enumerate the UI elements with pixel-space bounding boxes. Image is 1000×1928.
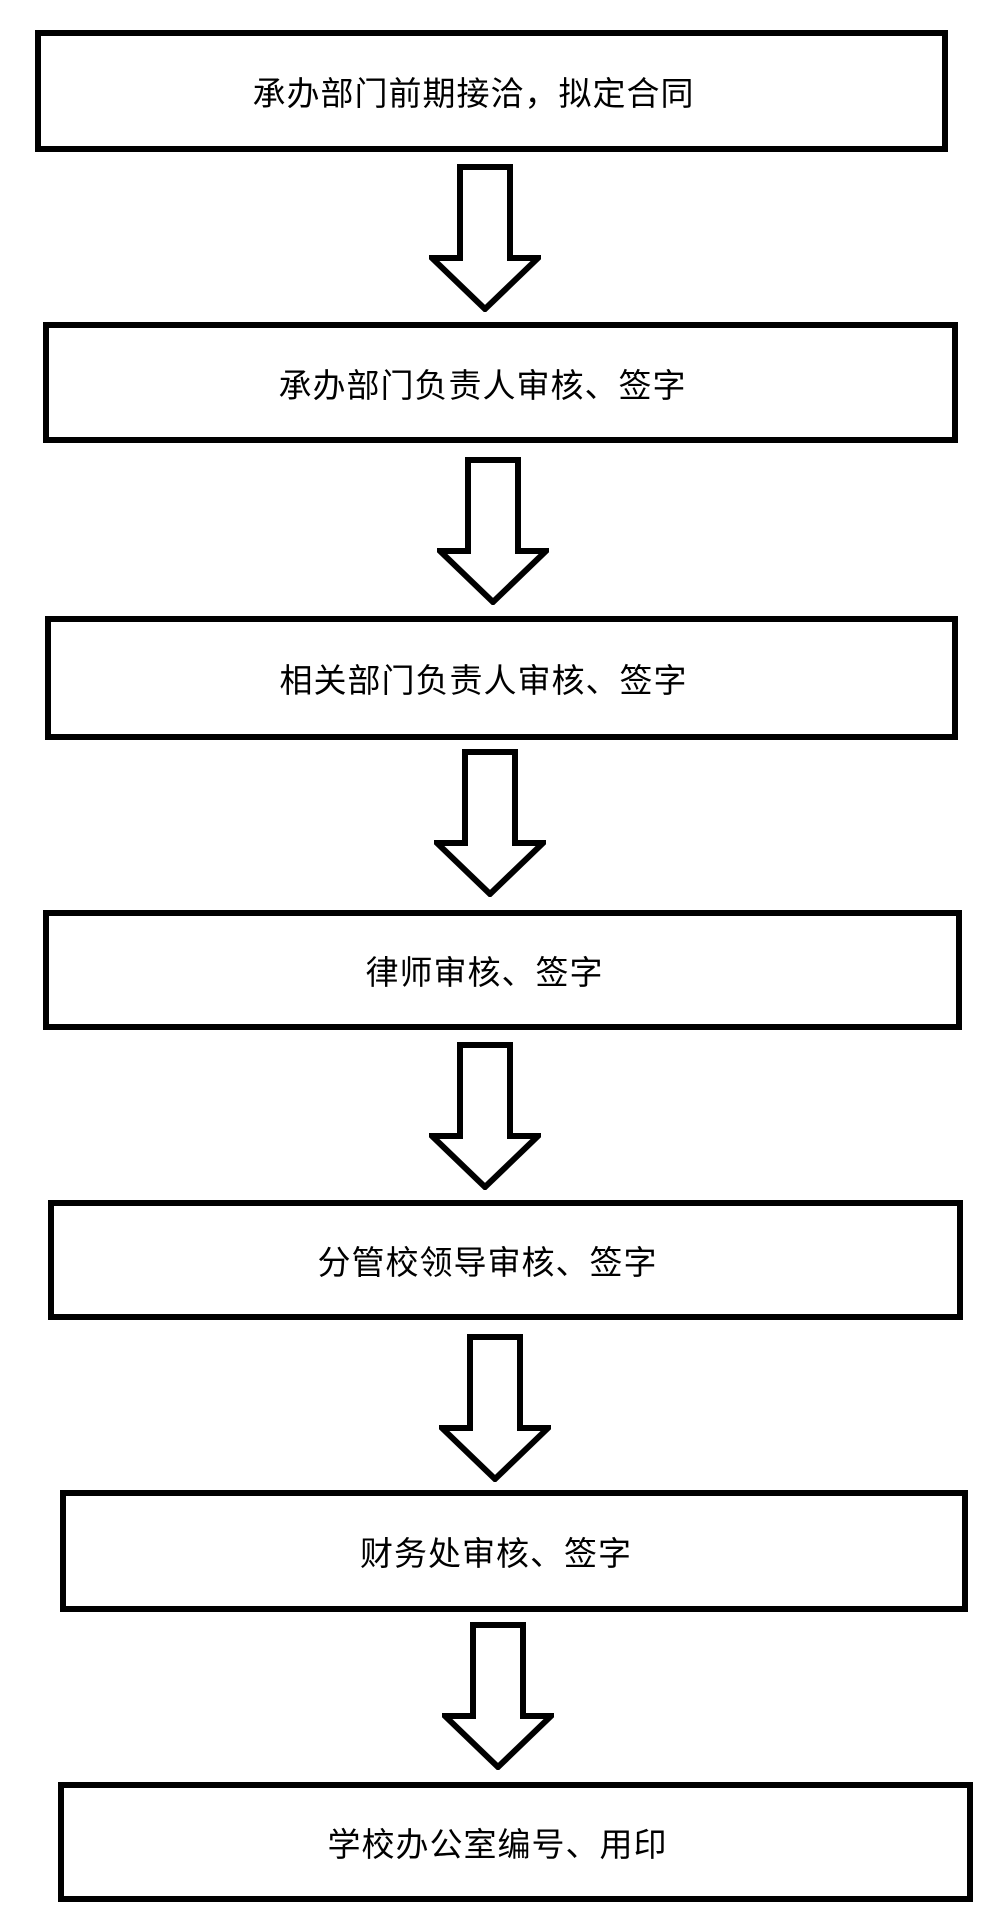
flow-step-box-1: 承办部门前期接洽，拟定合同 — [35, 30, 948, 152]
down-block-arrow-icon — [424, 164, 546, 314]
flow-step-box-4: 律师审核、签字 — [43, 910, 962, 1030]
flow-step-box-6: 财务处审核、签字 — [60, 1490, 968, 1612]
flow-step-label: 承办部门负责人审核、签字 — [278, 365, 687, 405]
flow-step-label: 学校办公室编号、用印 — [327, 1825, 668, 1864]
down-block-arrow-icon — [424, 1042, 546, 1192]
down-block-arrow-icon — [432, 457, 554, 607]
flow-step-box-7: 学校办公室编号、用印 — [58, 1782, 973, 1902]
down-block-arrow-icon — [437, 1622, 559, 1772]
flow-step-box-2: 承办部门负责人审核、签字 — [43, 322, 958, 443]
flow-step-label: 承办部门前期接洽，拟定合同 — [252, 74, 695, 113]
down-block-arrow-icon — [434, 1334, 556, 1484]
flow-step-box-5: 分管校领导审核、签字 — [48, 1200, 963, 1320]
flow-step-box-3: 相关部门负责人审核、签字 — [45, 616, 958, 740]
down-block-arrow-icon — [429, 749, 551, 899]
flow-step-label: 律师审核、签字 — [365, 953, 604, 992]
flow-step-label: 相关部门负责人审核、签字 — [279, 661, 688, 700]
flow-step-label: 分管校领导审核、签字 — [317, 1243, 658, 1282]
flow-step-label: 财务处审核、签字 — [360, 1534, 632, 1573]
